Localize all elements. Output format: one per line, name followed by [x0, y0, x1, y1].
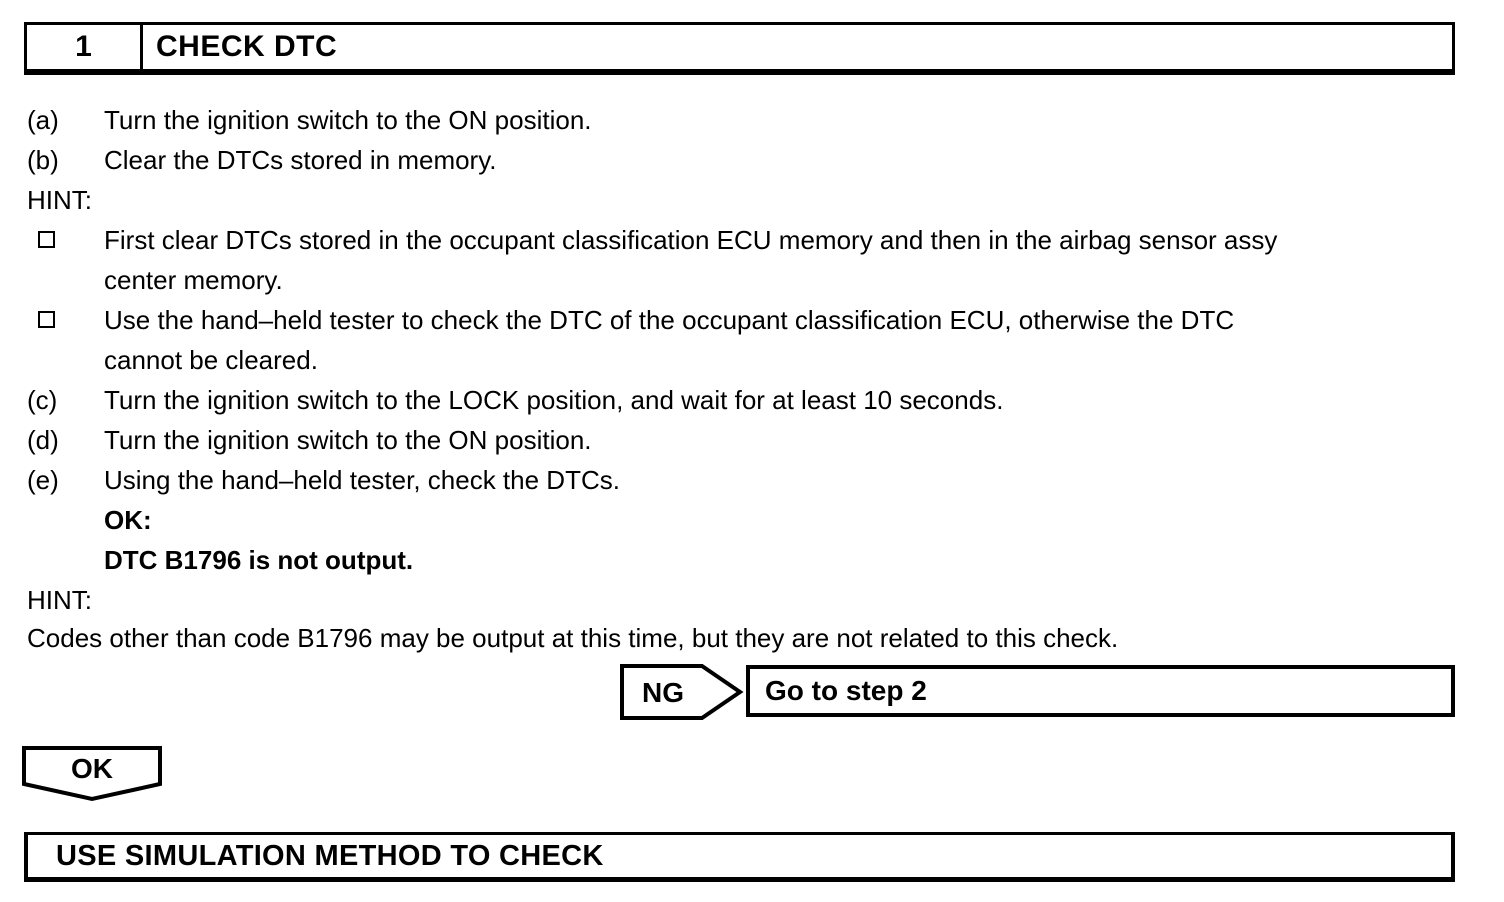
hint-bullet-2-line-1: Use the hand–held tester to check the DT…: [0, 300, 1504, 340]
hint-label: HINT:: [27, 185, 92, 215]
hint-bottom-text-line: Codes other than code B1796 may be outpu…: [0, 618, 1504, 658]
step-letter: (d): [27, 425, 59, 455]
hint-bullet-1-line-1: First clear DTCs stored in the occupant …: [0, 220, 1504, 260]
step-header-box: 1 CHECK DTC: [24, 22, 1455, 75]
hint-bullet-text: Use the hand–held tester to check the DT…: [104, 305, 1235, 335]
hint-bullet-1-line-2: center memory.: [0, 260, 1504, 300]
procedure-line-e: (e) Using the hand–held tester, check th…: [0, 460, 1504, 500]
procedure-line-b: (b) Clear the DTCs stored in memory.: [0, 140, 1504, 180]
ok-badge: OK: [71, 753, 113, 784]
step-letter: (b): [27, 145, 59, 175]
checkbox-bullet-icon: [38, 231, 55, 248]
hint-bullet-text: center memory.: [104, 265, 283, 295]
step-number: 1: [27, 25, 143, 69]
step-text: Turn the ignition switch to the ON posit…: [104, 105, 592, 135]
hint-bullet-text: First clear DTCs stored in the occupant …: [104, 225, 1278, 255]
ok-criteria-value-line: DTC B1796 is not output.: [0, 540, 1504, 580]
step-letter: (a): [27, 105, 59, 135]
ok-criteria-label: OK:: [104, 505, 152, 535]
procedure-line-c: (c) Turn the ignition switch to the LOCK…: [0, 380, 1504, 420]
step-text: Clear the DTCs stored in memory.: [104, 145, 497, 175]
ok-pentagon-icon: [22, 746, 162, 802]
ng-action-text: Go to step 2: [765, 675, 927, 706]
step-letter: (e): [27, 465, 59, 495]
hint-bullet-text: cannot be cleared.: [104, 345, 318, 375]
checkbox-bullet-icon: [38, 311, 55, 328]
hint-text: Codes other than code B1796 may be outpu…: [27, 623, 1119, 653]
hint-top-label: HINT:: [0, 180, 1504, 220]
ok-arrow-shape: OK: [22, 746, 162, 802]
ng-pentagon-icon: [620, 664, 744, 720]
step-text: Turn the ignition switch to the LOCK pos…: [104, 385, 1004, 415]
step-title: CHECK DTC: [156, 30, 338, 63]
procedure-line-d: (d) Turn the ignition switch to the ON p…: [0, 420, 1504, 460]
hint-label: HINT:: [27, 585, 92, 615]
procedure-line-a: (a) Turn the ignition switch to the ON p…: [0, 100, 1504, 140]
hint-bullet-2-line-2: cannot be cleared.: [0, 340, 1504, 380]
hint-bottom-label: HINT:: [0, 580, 1504, 620]
result-title: USE SIMULATION METHOD TO CHECK: [56, 839, 604, 872]
ok-criteria-label-line: OK:: [0, 500, 1504, 540]
ng-arrow-shape: NG: [620, 664, 744, 720]
result-box: USE SIMULATION METHOD TO CHECK: [24, 832, 1455, 882]
ng-action-box: Go to step 2: [746, 665, 1455, 717]
step-text: Turn the ignition switch to the ON posit…: [104, 425, 592, 455]
ok-criteria-value: DTC B1796 is not output.: [104, 545, 414, 575]
step-letter: (c): [27, 385, 58, 415]
ng-badge: NG: [642, 677, 684, 708]
step-text: Using the hand–held tester, check the DT…: [104, 465, 620, 495]
